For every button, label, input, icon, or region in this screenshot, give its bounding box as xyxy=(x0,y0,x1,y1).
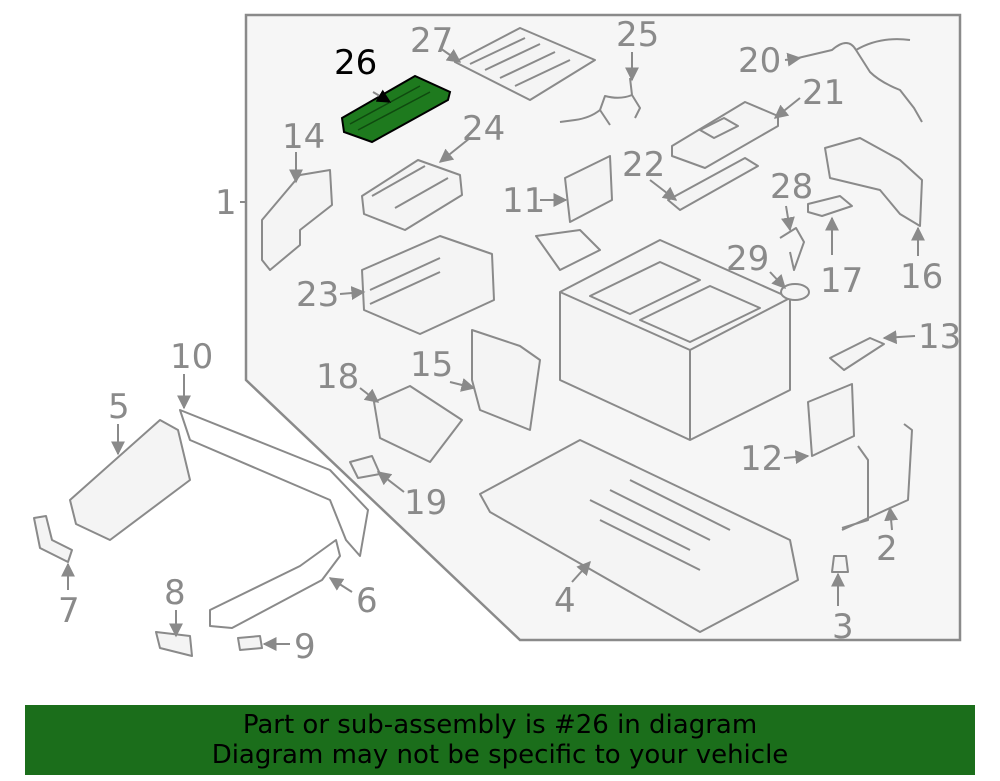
part-23-shape xyxy=(361,235,495,335)
part-25-shape xyxy=(559,77,641,126)
callout-15[interactable]: 15 xyxy=(410,345,453,385)
callout-27[interactable]: 27 xyxy=(410,21,453,61)
parts-diagram: 1 2 3 4 5 6 7 8 9 10 11 12 13 14 15 16 1… xyxy=(33,13,961,667)
part-10-shape xyxy=(179,409,369,557)
part-16-shape xyxy=(824,137,923,227)
part-12-shape xyxy=(807,383,855,457)
part-8-shape xyxy=(155,631,193,657)
part-26-shape[interactable] xyxy=(340,74,452,144)
callout-2[interactable]: 2 xyxy=(876,529,898,569)
callout-28[interactable]: 28 xyxy=(770,167,813,207)
part-9-shape xyxy=(237,635,263,651)
callout-13[interactable]: 13 xyxy=(918,317,961,357)
callout-14[interactable]: 14 xyxy=(282,117,325,157)
callout-17[interactable]: 17 xyxy=(820,261,863,301)
battery-pack-shape xyxy=(535,229,791,441)
part-17-shape xyxy=(807,195,853,217)
banner-line-1: Part or sub-assembly is #26 in diagram xyxy=(242,710,758,740)
callout-11[interactable]: 11 xyxy=(502,181,545,221)
leader-lines xyxy=(61,47,925,651)
part-22-shape xyxy=(667,157,759,211)
callout-20[interactable]: 20 xyxy=(738,41,781,81)
callout-12[interactable]: 12 xyxy=(740,439,783,479)
callout-4[interactable]: 4 xyxy=(554,581,576,621)
callout-10[interactable]: 10 xyxy=(170,337,213,377)
part-11-shape xyxy=(564,155,613,223)
part-5-shape xyxy=(69,419,191,541)
banner-line-2: Diagram may not be specific to your vehi… xyxy=(211,740,789,770)
callout-3[interactable]: 3 xyxy=(832,607,854,647)
part-18-shape xyxy=(373,385,463,463)
part-29-shape xyxy=(780,283,810,301)
callout-5[interactable]: 5 xyxy=(108,387,130,427)
callout-7[interactable]: 7 xyxy=(58,591,80,631)
part-2-shape xyxy=(841,423,913,531)
part-7-shape xyxy=(33,515,73,563)
callout-26[interactable]: 26 xyxy=(334,43,377,83)
callout-23[interactable]: 23 xyxy=(296,275,339,315)
callout-22[interactable]: 22 xyxy=(622,145,665,185)
callout-25[interactable]: 25 xyxy=(616,15,659,55)
part-20-shape xyxy=(797,38,923,123)
callout-8[interactable]: 8 xyxy=(164,573,186,613)
part-27-shape xyxy=(454,27,596,101)
callout-16[interactable]: 16 xyxy=(900,257,943,297)
part-24-shape xyxy=(361,159,463,231)
callout-9[interactable]: 9 xyxy=(294,627,316,667)
callout-18[interactable]: 18 xyxy=(316,357,359,397)
callout-1[interactable]: 1 xyxy=(215,183,237,223)
part-3-shape xyxy=(831,555,849,573)
callout-21[interactable]: 21 xyxy=(802,73,845,113)
part-4-shape xyxy=(479,439,799,633)
callout-24[interactable]: 24 xyxy=(462,109,505,149)
part-6-shape xyxy=(209,539,341,629)
callout-19[interactable]: 19 xyxy=(404,483,447,523)
callout-6[interactable]: 6 xyxy=(356,581,378,621)
part-14-shape xyxy=(261,169,333,271)
part-21-shape xyxy=(671,101,779,169)
callout-29[interactable]: 29 xyxy=(726,239,769,279)
info-banner: Part or sub-assembly is #26 in diagram D… xyxy=(25,705,975,775)
